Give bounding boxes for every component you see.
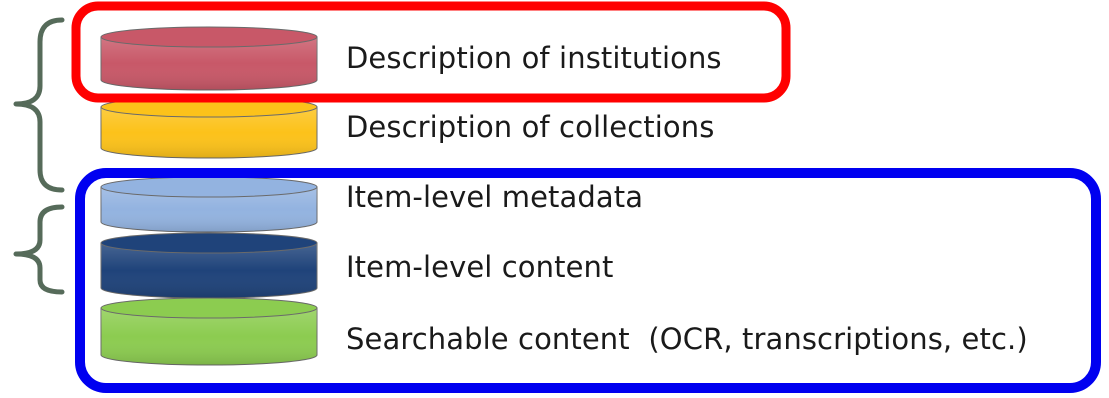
cylinder-item-level-metadata [100, 176, 318, 233]
brace-lower [13, 204, 65, 295]
highlight-box-blue [75, 168, 1101, 393]
brace-upper [13, 17, 65, 193]
layer-label-institutions: Description of institutions [346, 41, 722, 75]
cylinder-description-of-institutions [100, 26, 318, 91]
highlight-box-red [71, 1, 791, 103]
layer-label-item-metadata: Item-level metadata [346, 180, 644, 214]
cylinder-item-level-content [100, 232, 318, 299]
cylinder-searchable-content [100, 297, 318, 366]
cylinder-description-of-collections [100, 96, 318, 159]
layer-label-item-content: Item-level content [346, 250, 614, 284]
layer-label-searchable-content: Searchable content (OCR, transcriptions,… [346, 322, 1028, 356]
layer-label-collections: Description of collections [346, 110, 715, 144]
